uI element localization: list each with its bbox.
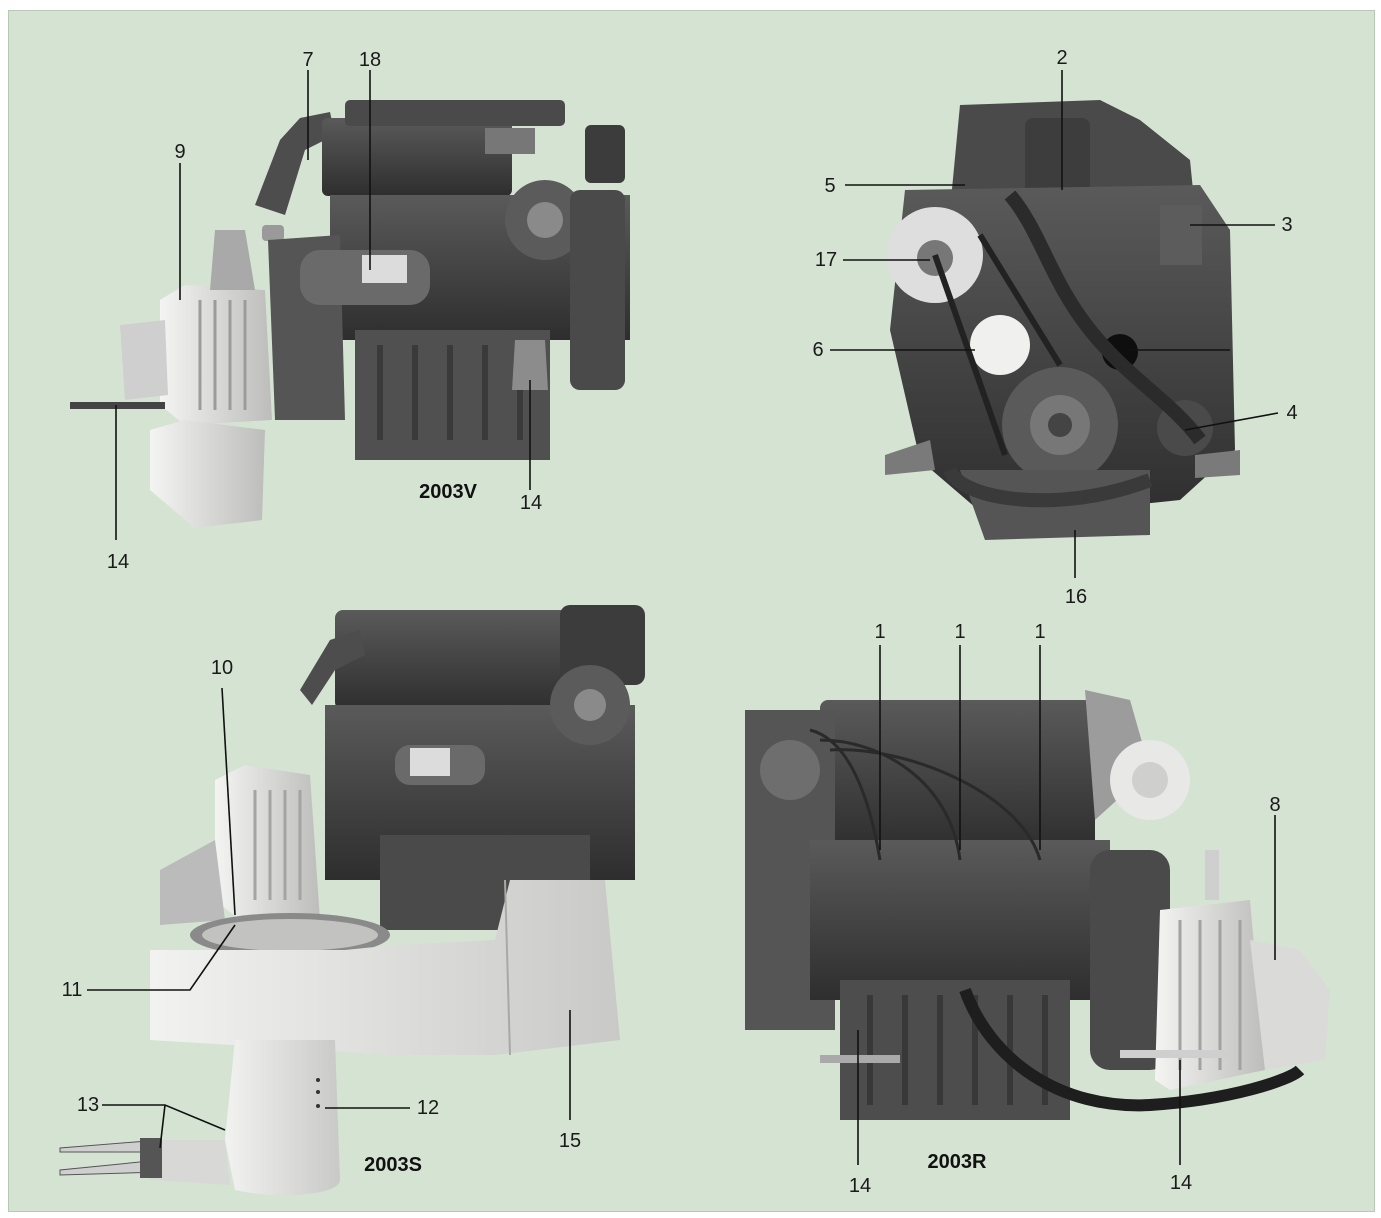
callout-5: 5 [824,175,836,197]
callout-7: 7 [302,49,314,71]
callout-12: 12 [416,1097,440,1119]
engine-front-illustration [885,100,1240,540]
engine-2003s-saildrive-illustration [59,605,645,1196]
engine-2003v-side-illustration [70,100,630,528]
leader-lines [87,70,1279,1165]
callout-8: 8 [1269,794,1281,816]
callout-2: 2 [1056,47,1068,69]
callout-6: 6 [812,339,824,361]
callout-17: 17 [814,249,838,271]
model-label-2003r: 2003R [927,1151,987,1173]
callout-13: 13 [76,1094,100,1116]
callout-11: 11 [61,979,83,1001]
callout-1-left: 1 [874,621,886,643]
callout-14-2003r-front: 14 [848,1175,872,1197]
callout-18: 18 [358,49,382,71]
model-label-2003s: 2003S [364,1154,422,1176]
callout-1-right: 1 [1034,621,1046,643]
engine-2003r-side-illustration [745,690,1330,1120]
callout-1-middle: 1 [954,621,966,643]
callout-10: 10 [210,657,234,679]
callout-14-2003v-rear: 14 [106,551,130,573]
callout-14-2003v-front: 14 [519,492,543,514]
callout-4: 4 [1286,402,1298,424]
callout-14-2003r-rear: 14 [1169,1172,1193,1194]
callout-16: 16 [1064,586,1088,608]
callout-9: 9 [174,141,186,163]
callout-15: 15 [558,1130,582,1152]
callout-3: 3 [1281,214,1293,236]
model-label-2003v: 2003V [419,481,477,503]
